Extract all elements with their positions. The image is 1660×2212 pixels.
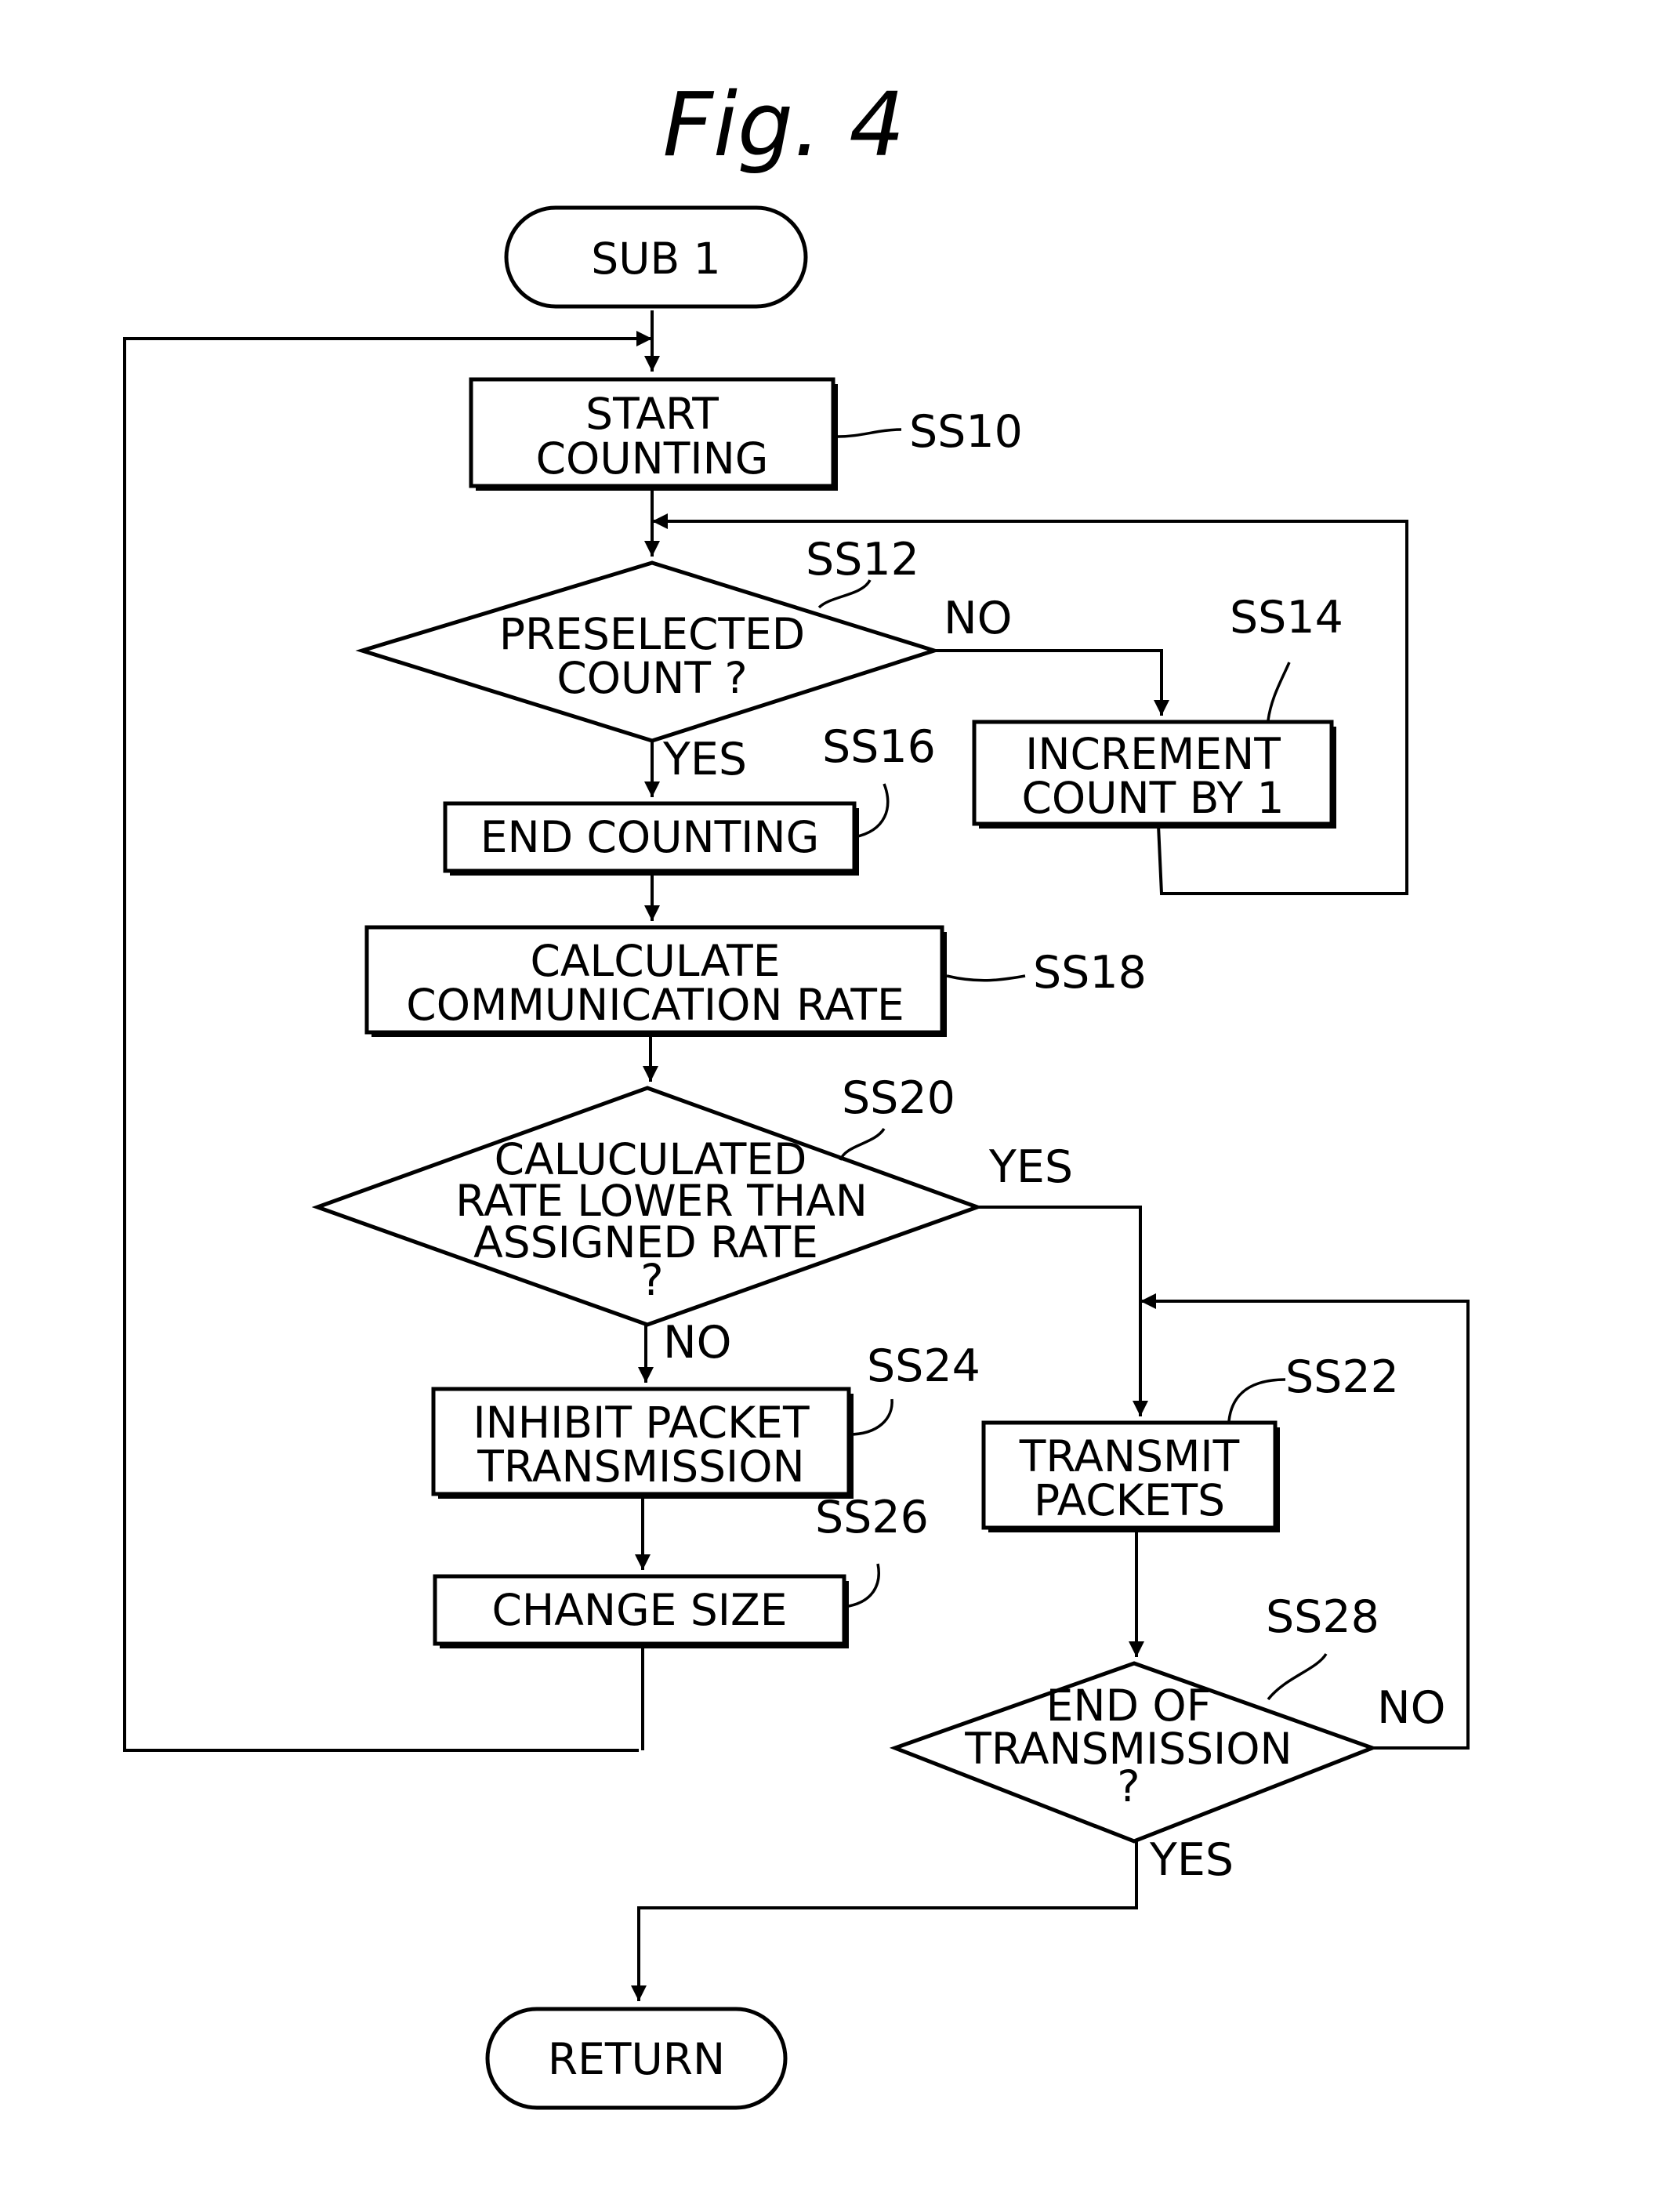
ref-ss22: SS22 [1285, 1351, 1399, 1403]
leader-ss18 [947, 976, 1025, 981]
branch-label-ss12-no: NO [944, 593, 1013, 644]
decision-ss12-preselected-count: PRESELECTED COUNT ? [362, 563, 934, 741]
end-terminal-return: RETURN [487, 2009, 785, 2108]
branch-label-ss20-no: NO [663, 1317, 732, 1369]
node-line-2: COUNTING [536, 433, 769, 484]
node-line-2: COUNT ? [556, 653, 747, 703]
ref-ss14: SS14 [1230, 592, 1343, 644]
edge-ss12-no-ss14 [933, 651, 1162, 716]
terminal-label: SUB 1 [591, 234, 720, 284]
node-line-2: COUNT BY 1 [1022, 773, 1285, 823]
leader-ss24 [849, 1399, 892, 1434]
ref-ss24: SS24 [867, 1340, 980, 1392]
node-line-1: CHANGE SIZE [492, 1585, 788, 1635]
edge-ss20-yes-ss22 [976, 1207, 1140, 1416]
figure-title: Fig. 4 [662, 74, 904, 176]
node-line-3: ? [1117, 1761, 1140, 1811]
leader-ss22 [1229, 1380, 1285, 1421]
process-ss18-calculate-rate: CALCULATE COMMUNICATION RATE [367, 927, 947, 1037]
ref-ss26: SS26 [815, 1492, 929, 1543]
node-line-1: PRESELECTED [499, 609, 805, 659]
ref-ss28: SS28 [1266, 1591, 1379, 1643]
node-line-2: TRANSMISSION [477, 1441, 804, 1492]
process-ss14-increment-count: INCREMENT COUNT BY 1 [974, 722, 1336, 829]
ref-ss16: SS16 [822, 721, 936, 773]
node-line-4: ? [640, 1255, 663, 1305]
process-ss16-end-counting: END COUNTING [445, 803, 859, 876]
edge-ss28-yes-return [639, 1841, 1136, 2001]
process-ss26-change-size: CHANGE SIZE [435, 1576, 849, 1648]
leader-ss20 [840, 1129, 884, 1160]
process-ss10-start-counting: START COUNTING [471, 379, 838, 491]
process-ss22-transmit-packets: TRANSMIT PACKETS [984, 1423, 1280, 1532]
node-line-1: START [585, 389, 719, 439]
leader-ss14 [1268, 662, 1289, 720]
leader-ss28 [1268, 1654, 1326, 1699]
node-line-1: END COUNTING [480, 812, 819, 862]
terminal-label: RETURN [548, 2034, 725, 2084]
start-terminal-sub1: SUB 1 [506, 208, 806, 306]
node-line-2: PACKETS [1034, 1475, 1225, 1525]
ref-ss18: SS18 [1033, 947, 1147, 999]
node-line-1: INCREMENT [1025, 729, 1281, 779]
node-line-1: INHIBIT PACKET [473, 1398, 810, 1448]
ref-ss10: SS10 [909, 406, 1023, 458]
ref-ss20: SS20 [842, 1072, 955, 1124]
node-line-1: CALCULATE [531, 936, 781, 986]
leader-ss26 [844, 1564, 879, 1607]
node-line-1: TRANSMIT [1019, 1431, 1240, 1481]
branch-label-ss28-yes: YES [1149, 1834, 1234, 1886]
leader-ss16 [854, 784, 888, 837]
leader-ss10 [838, 430, 901, 437]
process-ss24-inhibit-transmission: INHIBIT PACKET TRANSMISSION [433, 1389, 854, 1499]
branch-label-ss20-yes: YES [988, 1141, 1073, 1193]
ref-ss12: SS12 [806, 534, 919, 586]
branch-label-ss28-no: NO [1377, 1682, 1446, 1734]
branch-label-ss12-yes: YES [662, 734, 747, 785]
node-line-2: COMMUNICATION RATE [406, 980, 904, 1030]
edge-ss26-loop-ss10 [125, 339, 652, 1750]
decision-ss28-end-of-transmission: END OF TRANSMISSION ? [895, 1663, 1372, 1841]
